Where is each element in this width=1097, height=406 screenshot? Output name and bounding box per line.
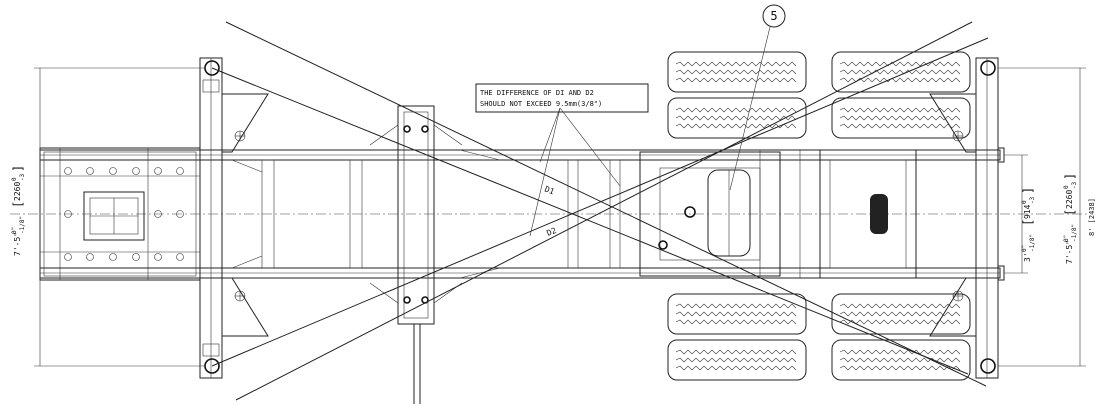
d2-label: D2 (545, 226, 557, 238)
main-frame (10, 149, 1090, 279)
tread-line (839, 365, 961, 371)
tread-line (675, 61, 797, 67)
tread-line (675, 69, 797, 75)
right-inner-dim-tol-minus: -1/8" (1029, 234, 1036, 252)
left-dim-mm-tol-plus: 0 (11, 177, 18, 181)
left-dim-tol-plus: 0" (11, 227, 18, 234)
edge-cut-dimension: 8' [2438] (1088, 198, 1096, 236)
wheel-upper-front (667, 51, 807, 139)
left-dim-ft: 7'-5" (13, 232, 22, 256)
tire-treads (675, 61, 961, 371)
wheel-upper-rear (831, 51, 971, 139)
tread-line (839, 311, 961, 317)
right-outer-dim-tol-minus: -1/8" (1071, 224, 1078, 242)
right-inner-dim-tol-plus: 0" (1021, 245, 1028, 252)
right-inner-dim-bracket-open: [ (1021, 219, 1035, 226)
tread-line (839, 349, 961, 355)
tread-line (839, 123, 961, 129)
tread-line (675, 115, 797, 121)
tread-line (675, 107, 797, 113)
diagonal-check-lines (211, 21, 989, 401)
suspension-assembly (639, 149, 917, 279)
tread-line (675, 311, 797, 317)
right-inner-dim-bracket-close: ] (1021, 187, 1035, 194)
note-line-2: SHOULD NOT EXCEED 9.5mm(3/8") (480, 100, 602, 108)
landing-gear (369, 105, 463, 404)
balloon-number: 5 (770, 9, 777, 23)
right-inner-dimension-label: 3' 0" -1/8" [ 914 0 -3 ] (1021, 187, 1036, 262)
left-dim-bracket-close: ] (11, 165, 25, 172)
tread-line (675, 303, 797, 309)
right-outer-dimension-label: 7'-5" 0" -1/8" [ 2260 0 -3 ] (1063, 173, 1078, 264)
right-outer-dim-tol-plus: 0" (1063, 235, 1070, 242)
wheel-lower-front (667, 293, 807, 381)
note-line-1: THE DIFFERENCE OF DI AND D2 (480, 89, 594, 97)
tread-line (675, 365, 797, 371)
left-dimension-label: 7'-5" 0" -1/8" [ 2260 0 -3 ] (11, 165, 26, 256)
item-balloon: 5 (729, 4, 786, 191)
front-bolt-holes (64, 167, 184, 261)
left-dim-tol-minus: -1/8" (19, 216, 26, 234)
tread-line (675, 77, 797, 83)
tread-line (839, 61, 961, 67)
tread-line (839, 77, 961, 83)
cross-members (231, 149, 621, 279)
right-outer-dim-bracket-open: [ (1063, 209, 1077, 216)
right-outer-dim-ft: 7'-5" (1065, 240, 1074, 264)
right-outer-dim-mm: 2260 (1065, 190, 1074, 209)
tread-line (675, 319, 797, 325)
front-corner-post (199, 57, 223, 379)
dimension-lines (34, 67, 1086, 367)
tread-line (839, 107, 961, 113)
note-box: THE DIFFERENCE OF DI AND D2 SHOULD NOT E… (475, 83, 649, 113)
rear-wheels (667, 51, 971, 381)
left-dim-mm-tol-minus: -3 (19, 173, 26, 181)
tread-line (839, 303, 961, 309)
right-inner-dim-ft: 3' (1023, 252, 1032, 262)
left-dim-mm: 2260 (13, 182, 22, 201)
right-outer-dim-bracket-close: ] (1063, 173, 1077, 180)
right-outer-dim-mm-tol-minus: -3 (1071, 181, 1078, 189)
tread-line (839, 69, 961, 75)
right-inner-dim-mm-tol-plus: 0 (1021, 200, 1028, 204)
right-inner-dim-mm-tol-minus: -3 (1029, 196, 1036, 204)
tread-line (675, 123, 797, 129)
right-inner-dim-mm: 914 (1023, 204, 1032, 219)
wheel-lower-rear (831, 293, 971, 381)
left-dim-bracket-open: [ (11, 201, 25, 208)
tread-line (675, 349, 797, 355)
tread-line (839, 115, 961, 121)
tread-line (839, 357, 961, 363)
front-gusset-plates (221, 93, 269, 337)
right-outer-dim-mm-tol-plus: 0 (1063, 185, 1070, 189)
tread-line (675, 357, 797, 363)
rear-corner-post (929, 57, 1005, 379)
d1-label: D1 (543, 185, 555, 197)
tread-line (839, 319, 961, 325)
